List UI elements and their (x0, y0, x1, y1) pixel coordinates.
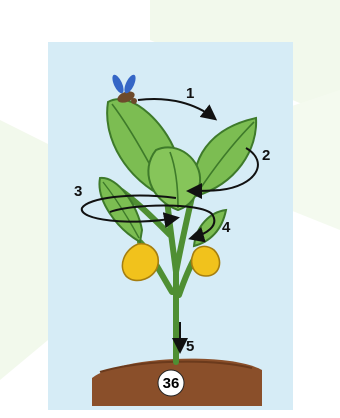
figure-number: 36 (163, 375, 180, 392)
yellow-flower-icon (122, 244, 158, 281)
step-label-3: 3 (74, 183, 82, 200)
step-label-5: 5 (186, 338, 194, 355)
step-label-1: 1 (186, 85, 194, 102)
leaves (99, 99, 256, 246)
leaf-center (148, 147, 200, 210)
step-label-4: 4 (222, 219, 231, 236)
yellow-flower-icon (192, 246, 220, 276)
step-label-2: 2 (262, 147, 270, 164)
